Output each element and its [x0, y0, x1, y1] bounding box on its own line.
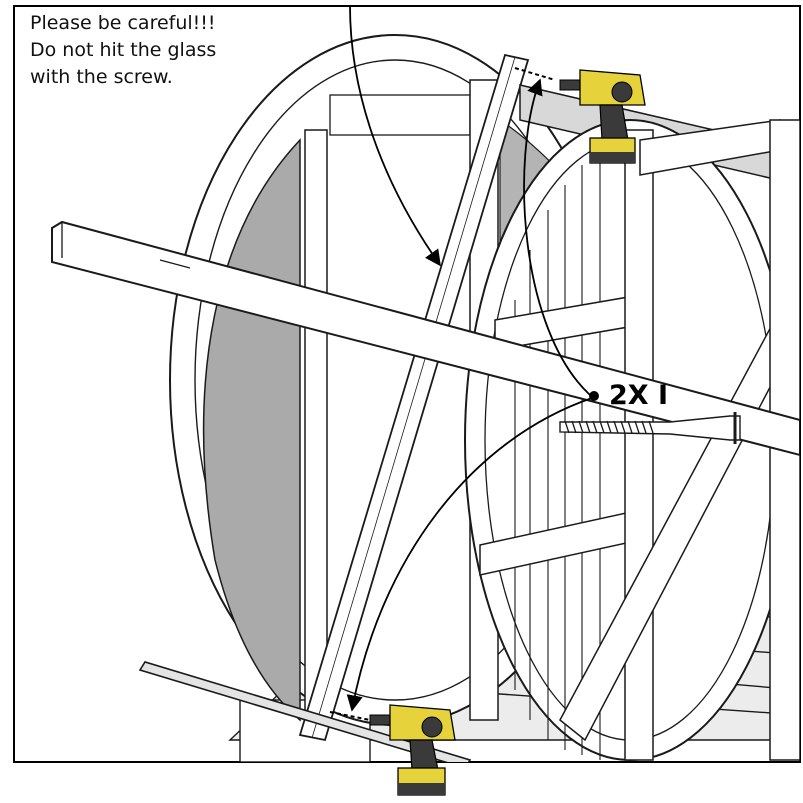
pointer-arrows: [346, 5, 593, 712]
power-drill-icon: [559, 69, 646, 164]
long-board: [51, 220, 800, 457]
warning-note-line: Please be careful!!!: [30, 12, 216, 34]
screw-icon: [559, 412, 741, 444]
arrow-callout-to-bottom: [346, 397, 593, 712]
diagonal-brace: [298, 53, 530, 742]
screw-quantity-callout: 2X I: [609, 380, 669, 411]
arrow-callout-to-top: [523, 78, 591, 396]
warning-note-line: Do not hit the glass: [30, 39, 217, 61]
callout-dot: [589, 391, 599, 401]
power-drill-icon: [369, 704, 456, 796]
arrow-note-to-brace: [349, 5, 441, 267]
warning-note-line: with the screw.: [30, 66, 173, 88]
bottom-rod: [138, 661, 472, 762]
warning-note: Please be careful!!! Do not hit the glas…: [30, 10, 350, 91]
